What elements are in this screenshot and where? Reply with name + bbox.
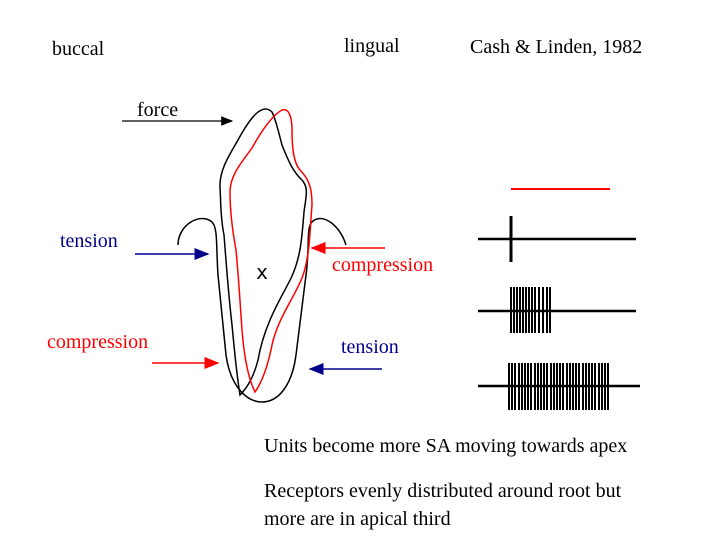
- x-mark-label: x: [256, 260, 269, 284]
- note-receptors-line2: more are in apical third: [264, 508, 451, 530]
- spike-train-2: [478, 287, 636, 333]
- spike-train-3: [478, 363, 640, 410]
- buccal-label: buccal: [52, 38, 105, 60]
- compression-right-label: compression: [332, 254, 434, 276]
- tooth-displaced-outline: [229, 108, 313, 394]
- note-sa-units: Units become more SA moving towards apex: [264, 435, 628, 457]
- tension-right-label: tension: [341, 336, 399, 358]
- force-label: force: [137, 99, 179, 121]
- note-receptors-line1: Receptors evenly distributed around root…: [264, 480, 622, 502]
- lingual-label: lingual: [344, 35, 400, 57]
- compression-left-label: compression: [47, 331, 149, 353]
- citation-label: Cash & Linden, 1982: [470, 36, 643, 58]
- spike-train-1: [478, 216, 636, 262]
- socket-outline: [177, 217, 347, 403]
- tooth-rest-outline: [219, 108, 308, 397]
- tension-left-label: tension: [60, 230, 118, 252]
